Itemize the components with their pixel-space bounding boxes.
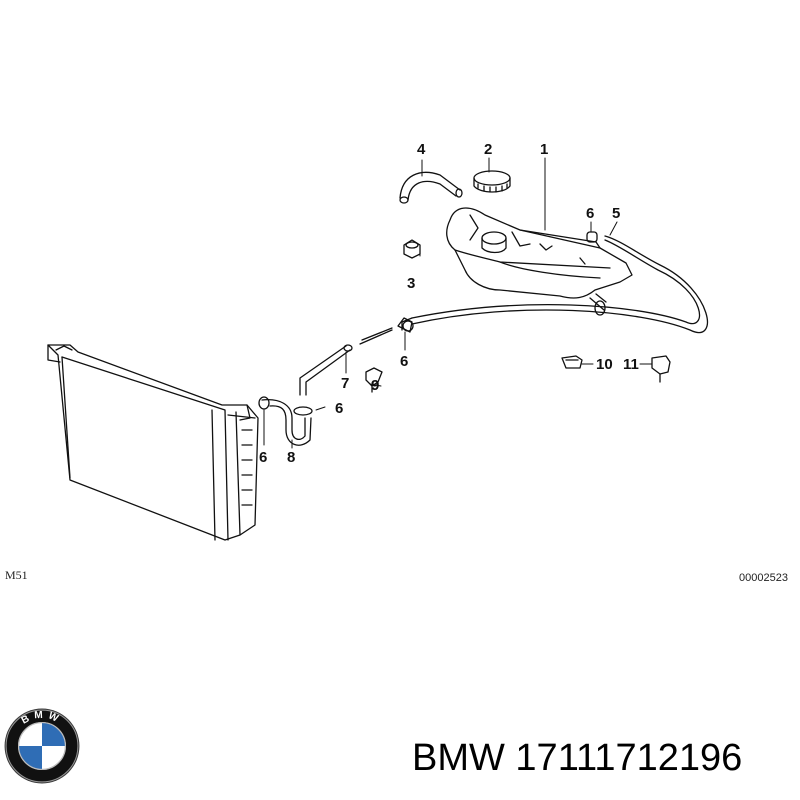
engine-code: M51 xyxy=(5,568,28,582)
clip-6-top xyxy=(586,231,598,243)
vent-line-7 xyxy=(299,327,393,396)
clip-11 xyxy=(651,355,671,383)
callout-6-mid: 6 xyxy=(400,353,408,370)
cap-2 xyxy=(473,170,511,193)
callout-10: 10 xyxy=(596,356,613,373)
callout-2: 2 xyxy=(484,141,492,158)
hose-8 xyxy=(258,396,313,446)
bmw-logo-icon: BMW xyxy=(4,708,80,784)
plug-3 xyxy=(403,239,421,259)
expansion-tank xyxy=(446,207,633,316)
callout-7: 7 xyxy=(341,375,349,392)
leader-lines xyxy=(263,157,653,449)
callout-3: 3 xyxy=(407,275,415,292)
hose-4 xyxy=(399,171,463,204)
callout-6-left: 6 xyxy=(259,449,267,466)
callout-5: 5 xyxy=(612,205,620,222)
part-number-label: BMW 17111712196 xyxy=(412,737,743,779)
radiator xyxy=(47,344,259,541)
clip-6-mid xyxy=(397,317,413,333)
callout-6-right: 6 xyxy=(335,400,343,417)
callout-4: 4 xyxy=(417,141,426,158)
callout-1: 1 xyxy=(540,141,548,158)
clip-10 xyxy=(561,355,583,369)
hose-5 xyxy=(401,235,709,333)
diagram-id: 00002523 xyxy=(739,572,788,584)
clip-9 xyxy=(365,367,383,393)
callout-8: 8 xyxy=(287,449,295,466)
callout-11: 11 xyxy=(623,356,639,373)
callout-9: 9 xyxy=(371,377,379,394)
callout-6-top: 6 xyxy=(586,205,594,222)
